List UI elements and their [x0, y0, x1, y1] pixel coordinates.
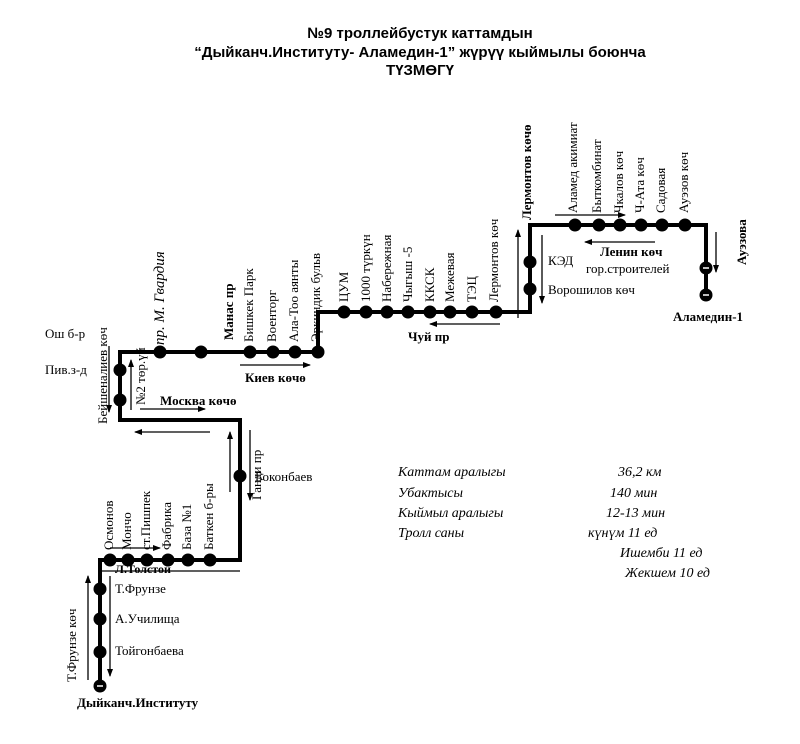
- station-baza: [181, 553, 195, 567]
- street-ltolstoy: Л.Толстой: [115, 562, 171, 576]
- title-line-2: “Дыйканч.Институту- Аламедин-1” жүрүү кы…: [194, 44, 646, 61]
- stop-voentorg-label: Военторг: [264, 290, 279, 342]
- stop-voroshilov-label: Ворошилов көч: [548, 282, 635, 297]
- street-kiev: Киев көчө: [245, 370, 306, 385]
- station-mezhevaya: [443, 305, 457, 319]
- stop-turkun-label: 1000 түркүн: [358, 234, 373, 302]
- station-tfrunze: [93, 582, 107, 596]
- stop-fabrika-label: Фабрика: [159, 501, 174, 550]
- station-uchilishcha: [93, 612, 107, 626]
- stat-sunday: Жекшем 10 ед: [625, 566, 710, 581]
- stat-value-4: күнүм 11 ед: [588, 526, 658, 541]
- stop-auezov-label: Ауэзов көч: [676, 151, 691, 213]
- title-line-1: №9 троллейбустук каттамдын: [307, 25, 533, 42]
- stop-mezhevaya-label: Межевая: [442, 252, 457, 302]
- stop-chkalov-label: Чкалов көч: [611, 150, 626, 213]
- stop-osmonov-label: Осмонов: [101, 500, 116, 550]
- station-osmonov: [103, 553, 117, 567]
- route-line: [98, 223, 708, 686]
- street-tfrunze-kech: Т.Фрунзе көч: [64, 608, 79, 682]
- stop-bokonbaev-label: Боконбаев: [255, 469, 313, 484]
- street-no2: №2 төр.үй: [133, 347, 148, 405]
- street-gvardiya: пр. М. Гвардия: [152, 251, 168, 345]
- street-auezova: Ауэзова: [734, 219, 749, 265]
- station-chkalov: [613, 218, 627, 232]
- stop-bytkombinat-label: Быткомбинат: [589, 139, 604, 213]
- street-lermontov-kech: Лермонтов көчө: [519, 124, 534, 220]
- station-pishpek: [140, 553, 154, 567]
- stop-lermontov-label: Лермонтов көч: [486, 218, 501, 302]
- station-ked: [523, 255, 537, 269]
- station-moncho: [121, 553, 135, 567]
- stat-value-1: 36,2 км: [618, 465, 662, 480]
- street-manas: Манас пр: [221, 283, 236, 340]
- stop-alamed-akimiat-label: Аламед акимиат: [565, 122, 580, 213]
- stop-piv-label: Пив.з-д: [45, 362, 87, 377]
- stat-saturday: Ишемби 11 ед: [620, 546, 703, 561]
- station-batken: [203, 553, 217, 567]
- street-chui: Чуй пр: [408, 329, 450, 344]
- street-moskva: Москва көчө: [160, 393, 237, 408]
- station-alamed-akimiat: [568, 218, 582, 232]
- stop-gor-stroitelei-label: гор.строителей: [586, 261, 670, 276]
- stop-erkindik-label: Эркиндик бульв: [308, 252, 323, 342]
- station-ala-too: [288, 345, 302, 359]
- station-osh: [113, 363, 127, 377]
- stop-ala-too-label: Ала-Тоо аянты: [286, 259, 301, 342]
- station-tets: [465, 305, 479, 319]
- station-sadovaya: [655, 218, 669, 232]
- station-chygysh: [401, 305, 415, 319]
- stop-chygysh-label: Чыгыш -5: [400, 246, 415, 302]
- stop-baza-label: База №1: [179, 503, 194, 550]
- stop-dyikanch-label: Дыйканч.Институту: [77, 695, 199, 710]
- station-naberezhnaya: [380, 305, 394, 319]
- stop-pishpek-label: ст.Пишпек: [138, 490, 153, 550]
- stop-alamedin-label: Аламедин-1: [673, 309, 744, 324]
- station-voroshilov: [523, 282, 537, 296]
- stat-label-3: Кыймыл аралыгы: [398, 506, 504, 521]
- station-fabrika: [161, 553, 175, 567]
- station-ch-ata: [634, 218, 648, 232]
- stop-tfrunze-label: Т.Фрунзе: [115, 581, 166, 596]
- title-line-3: ТҮЗМӨГҮ: [386, 62, 454, 79]
- station-bokonbaev: [233, 469, 247, 483]
- station-voentorg: [266, 345, 280, 359]
- station-piv: [113, 393, 127, 407]
- stop-bishkek-park-label: Бишкек Парк: [241, 268, 256, 342]
- station-lermontov: [489, 305, 503, 319]
- station-bishkek-park: [243, 345, 257, 359]
- stop-toygonbaeva-label: Тойгонбаева: [115, 643, 184, 658]
- stop-ked-label: КЭД: [548, 253, 574, 268]
- stat-label-4: Тролл саны: [398, 526, 465, 541]
- stop-osh-label: Ош б-р: [45, 326, 86, 341]
- station-tsum: [337, 305, 351, 319]
- station-no2: [153, 345, 167, 359]
- station-toygonbaeva: [93, 645, 107, 659]
- station-erkindik: [311, 345, 325, 359]
- station-kksk: [423, 305, 437, 319]
- stop-batken-label: Баткен б-ры: [201, 483, 216, 550]
- stat-value-3: 12-13 мин: [606, 506, 666, 521]
- stop-naberezhnaya-label: Набережная: [379, 234, 394, 302]
- stop-sadovaya-label: Садовая: [653, 167, 668, 213]
- stop-moncho-label: Мончо: [119, 512, 134, 550]
- stat-label-1: Каттам аралыгы: [398, 465, 506, 480]
- stop-tets-label: ТЭЦ: [464, 276, 479, 302]
- street-beishenaliev: Бейшеналиев көч: [95, 327, 110, 424]
- station-bytkombinat: [592, 218, 606, 232]
- stations: [93, 218, 713, 693]
- street-lenin: Ленин көч: [600, 244, 663, 259]
- stop-tsum-label: ЦУМ: [336, 271, 351, 302]
- stop-uchilishcha-label: А.Училища: [115, 611, 180, 626]
- station-auezov: [678, 218, 692, 232]
- stat-label-2: Убактысы: [398, 486, 463, 501]
- station-gvardiya: [194, 345, 208, 359]
- direction-arrows: [85, 212, 719, 680]
- stop-ch-ata-label: Ч-Ата көч: [632, 157, 647, 213]
- stat-value-2: 140 мин: [610, 486, 658, 501]
- stop-kksk-label: ККСК: [422, 267, 437, 302]
- station-turkun: [359, 305, 373, 319]
